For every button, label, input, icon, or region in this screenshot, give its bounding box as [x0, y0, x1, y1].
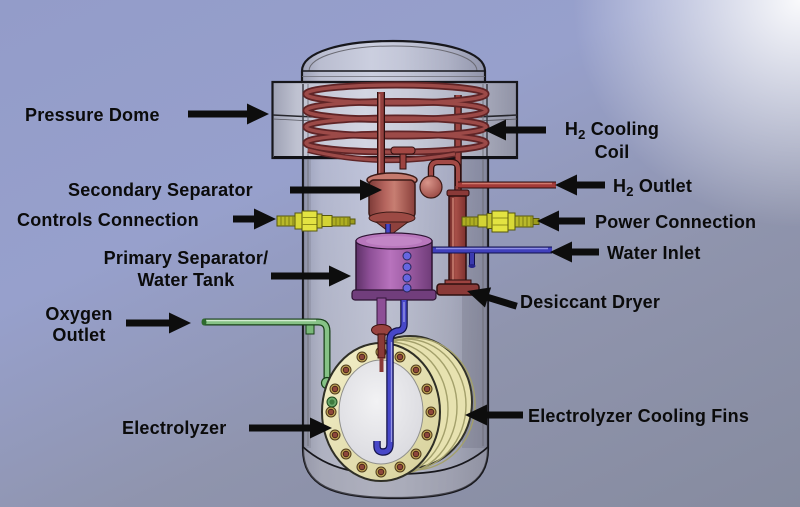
label-text: Cooling	[585, 119, 660, 139]
formula-base: H	[564, 119, 579, 139]
separator-valve-stem	[399, 152, 407, 170]
arrow-power-connection	[537, 210, 585, 232]
callout-arrows	[126, 103, 605, 439]
label-water-inlet: Water Inlet	[607, 243, 701, 263]
water-tank-body	[355, 240, 433, 294]
label-primary-separator-water-tank: Primary Separator/ Water Tank	[76, 247, 296, 291]
separator-valve-handle	[390, 146, 416, 155]
formula-subscript: 2	[578, 127, 586, 142]
water-inlet-pipe	[432, 246, 552, 268]
label-h2-cooling-coil: H2 Cooling Coil	[532, 118, 692, 164]
label-line: Water Tank	[137, 270, 235, 290]
tank-drain-assembly	[371, 297, 408, 456]
oxygen-rim-stud	[326, 396, 338, 408]
arrow-controls-connection	[233, 208, 276, 230]
label-line: Primary Separator/	[103, 248, 269, 268]
dryer-top-flange	[446, 189, 470, 197]
water-tank-base-flange	[351, 289, 437, 301]
formula-subscript: 2	[626, 184, 634, 199]
label-secondary-separator: Secondary Separator	[68, 180, 253, 200]
arrow-h2-cooling-coil	[484, 119, 546, 141]
separator-float-sphere	[419, 175, 443, 199]
controls-connector	[276, 210, 356, 232]
arrow-pressure-dome	[188, 103, 269, 125]
label-line: Outlet	[52, 325, 106, 345]
label-power-connection: Power Connection	[595, 212, 757, 232]
label-electrolyzer: Electrolyzer	[122, 418, 227, 438]
dryer-column	[448, 195, 467, 285]
label-desiccant-dryer: Desiccant Dryer	[520, 292, 661, 312]
secondary-separator-assembly	[366, 146, 462, 241]
arrow-oxygen-outlet	[126, 312, 191, 334]
electrolyzer-drum	[321, 335, 476, 482]
formula-base: H	[613, 176, 627, 196]
arrow-electrolyzer	[249, 417, 332, 439]
power-connector	[461, 210, 540, 233]
label-text: Outlet	[633, 176, 693, 196]
label-oxygen-outlet: Oxygen Outlet	[19, 304, 139, 346]
label-electrolyzer-cooling-fins: Electrolyzer Cooling Fins	[528, 406, 750, 426]
label-pressure-dome: Pressure Dome	[25, 105, 160, 125]
arrow-water-inlet	[550, 241, 599, 263]
coil-feed-pipe	[377, 92, 385, 176]
h2-cooling-coil	[302, 81, 490, 193]
arrow-electrolyzer-cooling-fins	[465, 404, 523, 426]
arrow-primary-separator	[271, 265, 351, 287]
label-controls-connection: Controls Connection	[17, 210, 199, 230]
water-tank-assembly	[351, 232, 437, 301]
arrow-secondary-separator	[290, 179, 382, 201]
label-line: Oxygen	[45, 304, 113, 324]
arrow-h2-outlet	[555, 174, 605, 196]
desiccant-dryer-assembly	[436, 181, 556, 296]
label-h2-outlet: H2 Outlet	[613, 176, 693, 199]
vessel-dome	[300, 39, 487, 84]
label-line: Coil	[594, 142, 630, 162]
arrow-desiccant-dryer	[467, 287, 518, 310]
label-line: H2 Cooling	[532, 118, 692, 141]
level-sensor-dots	[402, 251, 412, 293]
